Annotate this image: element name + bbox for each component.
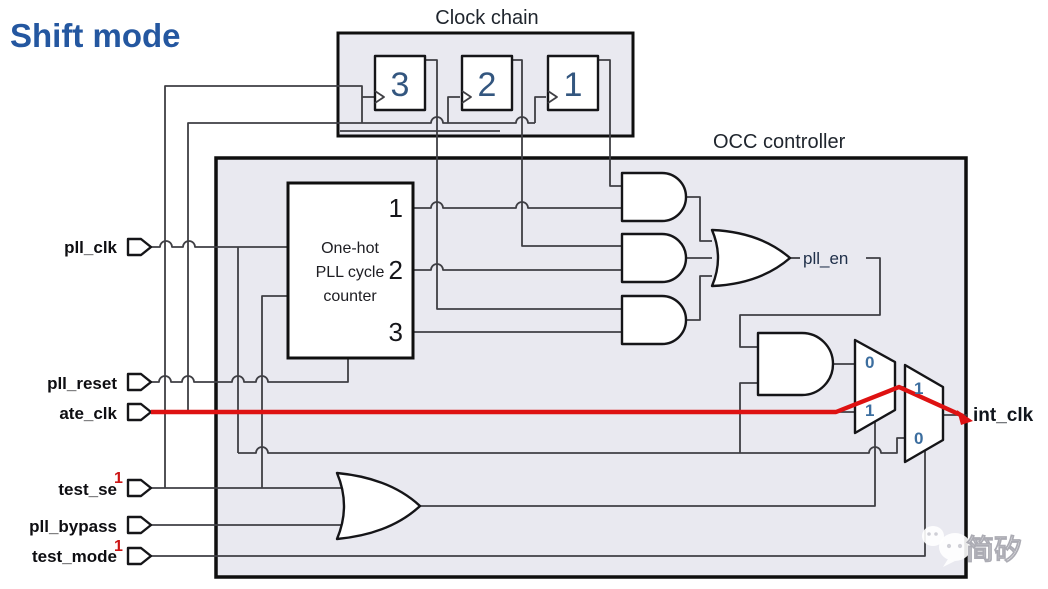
wechat-watermark-logo: 简矽 — [922, 526, 1022, 567]
label-int-clk: int_clk — [973, 405, 1034, 426]
mux1-input1-digit: 1 — [865, 401, 874, 420]
label-pll-clk: pll_clk — [64, 238, 117, 257]
wire-and1-to-or1 — [686, 196, 712, 242]
wire-testse-to-chain — [164, 85, 363, 488]
flipflop-2-digit: 2 — [478, 66, 497, 104]
mux1-input0-digit: 0 — [865, 353, 874, 372]
wire-counter-out2 — [413, 263, 622, 271]
watermark-small-bubble-icon — [922, 526, 944, 546]
wire-pllen-feedback — [739, 257, 881, 348]
wire-or2-to-mux1-select — [420, 421, 876, 507]
label-pll-en: pll_en — [803, 249, 848, 268]
wire-and4-input-pllclk — [739, 382, 757, 453]
page-title: Shift mode — [10, 17, 181, 54]
port-pll-clk-icon — [126, 237, 153, 257]
port-test-mode-icon — [126, 546, 153, 566]
mux2-input0-digit: 0 — [914, 429, 923, 448]
mux2-trapezoid — [903, 363, 945, 464]
flipflop-1-digit: 1 — [564, 66, 583, 104]
and-gate-1 — [620, 171, 688, 223]
red-path-arrowhead-icon — [957, 410, 973, 425]
wire-ff1-clock-pin-stub — [534, 96, 546, 123]
wire-pll-clk-lower-run — [238, 437, 905, 454]
and-gate-2 — [620, 232, 688, 284]
watermark-big-eye2 — [957, 543, 963, 549]
input-ports — [126, 237, 153, 566]
wire-counter-out1 — [413, 201, 622, 209]
mux2-input1-digit: 1 — [914, 379, 923, 398]
flipflop-1 — [546, 54, 600, 112]
or-gate-bypass — [335, 471, 422, 541]
watermark-big-bubble-icon — [939, 533, 971, 561]
wire-pll-clk — [151, 240, 288, 248]
wire-test-mode-mux2-select — [151, 450, 926, 557]
wire-ateclk-to-chain — [187, 122, 340, 412]
wire-chain-clock-rail — [340, 116, 535, 124]
wire-pll-reset — [151, 358, 349, 383]
counter-label-line2: PLL cycle — [316, 264, 385, 281]
counter-output-1: 1 — [389, 193, 403, 223]
label-ate-clk: ate_clk — [59, 404, 117, 423]
or-gate-pll-en — [710, 228, 792, 288]
clock-chain-flipflops — [373, 54, 600, 112]
red-path-line — [151, 384, 964, 419]
and-gates — [620, 171, 835, 397]
wire-testse-to-counter — [261, 295, 288, 488]
label-test-mode: test_mode — [32, 547, 117, 566]
and-gate-3 — [620, 294, 688, 346]
active-shift-path — [151, 384, 973, 425]
wire-ff2-clock-pin-stub — [447, 96, 460, 123]
port-ate-clk-icon — [126, 402, 153, 422]
clock-chain-label: Clock chain — [435, 7, 538, 29]
test-se-forced-value: 1 — [114, 470, 123, 487]
watermark-text: 简矽 — [966, 533, 1022, 565]
wire-and3-to-or1 — [686, 275, 712, 321]
flipflop-3-digit: 3 — [391, 66, 410, 104]
watermark-small-eye2 — [934, 532, 938, 536]
wire-ff1-output — [598, 59, 622, 187]
flipflop-2-clock-pin-icon — [461, 90, 472, 104]
counter-label-line3: counter — [323, 288, 377, 305]
port-test-se-icon — [126, 478, 153, 498]
label-pll-reset: pll_reset — [47, 374, 117, 393]
watermark-bubble-tail — [943, 559, 955, 567]
counter-output-2: 2 — [389, 255, 403, 285]
label-test-se: test_se — [58, 480, 117, 499]
and-gate-clock-gating — [756, 331, 835, 397]
counter-output-3: 3 — [389, 317, 403, 347]
mux1-trapezoid — [853, 338, 897, 435]
one-hot-counter-block — [286, 181, 415, 360]
wire-ff2-output — [513, 59, 622, 247]
port-pll-bypass-icon — [126, 515, 153, 535]
label-pll-bypass: pll_bypass — [29, 517, 117, 536]
watermark-big-eye1 — [946, 543, 952, 549]
flipflop-3 — [373, 54, 427, 112]
wire-ff3-output — [425, 59, 622, 310]
flipflop-1-clock-pin-icon — [547, 90, 558, 104]
flipflop-2 — [460, 54, 514, 112]
flipflop-3-clock-pin-icon — [374, 90, 385, 104]
watermark-small-eye1 — [927, 532, 931, 536]
test-mode-forced-value: 1 — [114, 538, 123, 555]
occ-controller-label: OCC controller — [713, 131, 846, 153]
port-pll-reset-icon — [126, 372, 153, 392]
counter-label-line1: One-hot — [321, 240, 379, 257]
